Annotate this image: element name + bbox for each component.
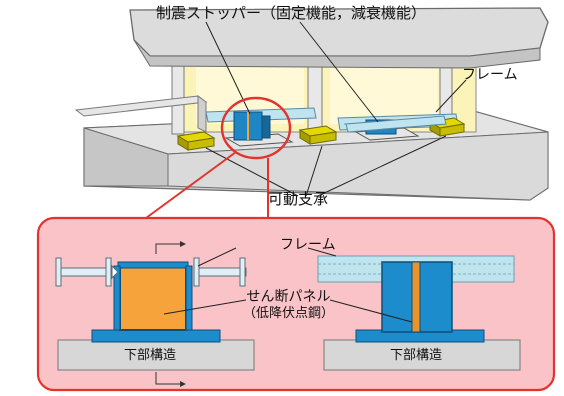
shear-panel-label-line1: せん断パネル <box>246 289 331 305</box>
right-detail <box>317 255 521 371</box>
base-right <box>323 339 521 371</box>
substructure-label-left: 下部構造 <box>124 348 177 363</box>
shear-panel-label: せん断パネル （低降伏点鋼） <box>243 290 334 320</box>
highlight-circle <box>220 96 292 160</box>
frame-label-detail: フレーム <box>280 237 336 253</box>
movable-bearing-label: 可動支承 <box>268 190 329 208</box>
frame-label-top: フレーム <box>462 67 518 83</box>
leader-lines-top <box>205 21 467 197</box>
bearing-center-right <box>298 125 338 145</box>
base-left <box>57 339 255 371</box>
shear-panel-label-line2: （低降伏点鋼） <box>243 306 335 321</box>
left-detail <box>55 241 255 387</box>
bearing-left <box>176 131 216 151</box>
leader-lines-detail <box>163 247 413 323</box>
stopper-left <box>224 111 294 147</box>
substructure-label-right: 下部構造 <box>390 348 443 363</box>
bearing-right <box>428 117 466 137</box>
movable-bearings <box>176 117 466 151</box>
stopper-label: 制震ストッパー（固定機能，減衰機能） <box>156 4 427 22</box>
bridge-deck <box>129 7 549 69</box>
stopper-right <box>345 115 447 141</box>
callout-connector <box>145 151 269 219</box>
